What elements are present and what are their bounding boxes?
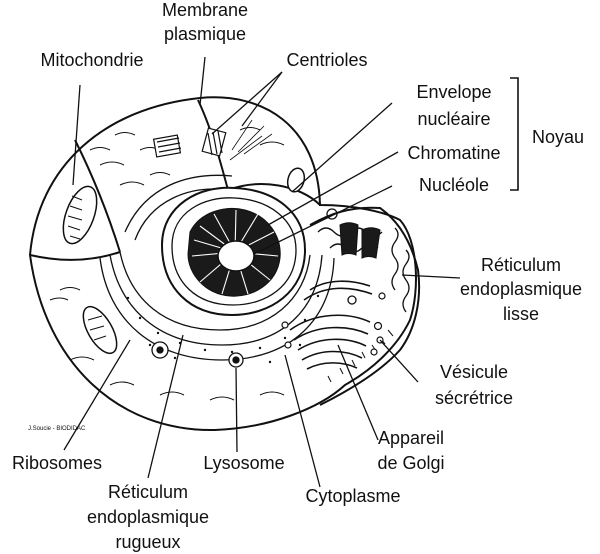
label-rer-line3: rugueux (115, 532, 180, 552)
label-ribosomes: Ribosomes (12, 453, 102, 473)
cytoplasm-tubules (49, 127, 285, 401)
label-centrioles: Centrioles (286, 50, 367, 70)
label-mitochondrie: Mitochondrie (40, 50, 143, 70)
label-rel-line3: lisse (503, 304, 539, 324)
label-vesicule-line2: sécrétrice (435, 388, 513, 408)
label-rer-line2: endoplasmique (87, 507, 209, 527)
noyau-bracket (510, 77, 519, 191)
golgi-apparatus (289, 280, 373, 370)
label-rel-line2: endoplasmique (460, 279, 582, 299)
centrioles (152, 119, 273, 161)
label-enveloppe-line2: nucléaire (417, 109, 490, 129)
er-dots (126, 294, 320, 364)
label-membrane-line1: Membrane (162, 0, 248, 20)
leader-lines (63, 56, 461, 488)
nucleus (160, 186, 307, 317)
golgi-vesicles (281, 292, 386, 356)
label-enveloppe-line1: Envelope (416, 82, 491, 102)
wedge-section (309, 206, 421, 406)
label-noyau: Noyau (532, 127, 584, 147)
label-cytoplasme: Cytoplasme (305, 486, 400, 506)
label-rel-line1: Réticulum (481, 255, 561, 275)
label-membrane-line2: plasmique (164, 24, 246, 44)
label-vesicule-line1: Vésicule (440, 362, 508, 382)
label-golgi-line2: de Golgi (377, 453, 444, 473)
label-lysosome: Lysosome (203, 453, 284, 473)
vesicles (151, 208, 357, 368)
mitochondria (62, 167, 306, 355)
label-golgi-line1: Appareil (378, 428, 444, 448)
label-rer-line1: Réticulum (108, 482, 188, 502)
credit-text: J.Soucie - BIODIDAC (28, 426, 86, 432)
label-nucleole: Nucléole (419, 175, 489, 195)
label-chromatine: Chromatine (407, 143, 500, 163)
